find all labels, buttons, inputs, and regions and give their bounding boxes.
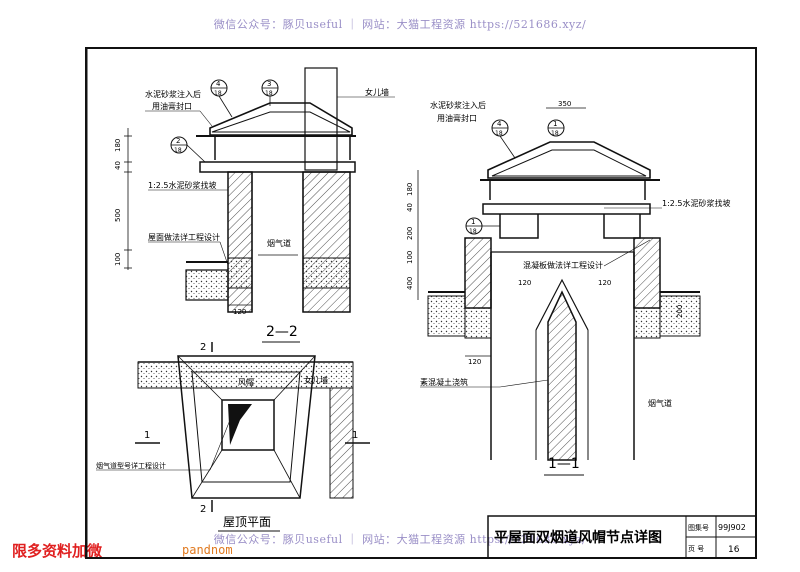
section-1-1-detail: 350 180 40 200 100 400 120 120 200 120 4… (406, 100, 731, 476)
note-mortar-slope-11: 1:2.5水泥砂浆找坡 (662, 198, 731, 208)
title-text: 平屋面双烟道风帽节点详图 (494, 529, 662, 546)
svg-text:18: 18 (495, 130, 503, 137)
dim-120-c: 120 (468, 358, 481, 366)
note-mortar-slope: 1:2.5水泥砂浆找坡 (148, 180, 217, 190)
dim-200-11: 200 (406, 227, 414, 240)
section-2-2-detail: 180 40 500 100 120 4 18 3 18 (114, 67, 395, 343)
dim-350: 350 (558, 100, 571, 108)
callout-3-18: 3 18 (261, 79, 279, 106)
collar-11 (482, 203, 651, 215)
plan-hood-label: 风帽 (238, 377, 254, 387)
callout-4-18-11: 4 18 (491, 119, 516, 159)
note-flue: 烟气道 (267, 238, 291, 248)
dim-180-11: 180 (406, 183, 414, 196)
sheet-border (85, 47, 757, 559)
dim-120-a: 120 (518, 279, 531, 287)
dim-400-11: 400 (406, 277, 414, 290)
plan-flue-fill (228, 404, 252, 445)
dim-120-b: 120 (598, 279, 611, 287)
svg-text:4: 4 (497, 120, 502, 128)
svg-text:18: 18 (265, 90, 273, 97)
chimney-wall-left-11 (464, 237, 492, 309)
dim-200-right: 200 (676, 305, 684, 318)
note-flue-11: 烟气道 (648, 398, 672, 408)
hood-collar (199, 161, 356, 173)
watermark-bottom: 微信公众号：豚贝useful ｜ 网站：大猫工程资源 https://52168… (213, 533, 587, 546)
plan-parapet-label: 女儿墙 (304, 375, 328, 385)
svg-text:1: 1 (471, 218, 475, 226)
note-mortar-seal-2: 用油膏封口 (152, 101, 192, 111)
dim-100-11: 100 (406, 251, 414, 264)
footer-ad-text: 限多资料加微 (12, 542, 103, 560)
hood-cap-inner (211, 111, 351, 133)
note-roof-design: 屋面做法详工程设计 (148, 232, 220, 242)
section-2-2-label: 2—2 (266, 324, 298, 340)
svg-text:18: 18 (214, 90, 222, 97)
chimney-wall-right (302, 171, 351, 313)
atlas-label: 图集号 (688, 523, 709, 532)
roof-plan: 2 2 1 1 风帽 女儿墙 烟气道型号详工程设计 屋顶平面 (96, 342, 370, 532)
callout-4-18: 4 18 (210, 79, 233, 118)
plain-concrete-divider (547, 290, 577, 461)
note-mortar-seal-1: 水泥砂浆注入后 (145, 89, 201, 99)
plan-flue-opening (221, 399, 275, 451)
plan-flue-model: 烟气道型号详工程设计 (96, 461, 166, 470)
roof-slab-left-11 (427, 295, 466, 337)
svg-text:18: 18 (551, 130, 559, 137)
cut-mark-bottom: 2 (200, 504, 206, 515)
dim-100: 100 (114, 253, 122, 266)
note-plain-concrete: 素混凝土浇筑 (420, 377, 468, 387)
hood-cap (209, 102, 353, 136)
cut-mark-top: 2 (200, 342, 206, 353)
svg-text:4: 4 (216, 80, 221, 88)
svg-text:2: 2 (176, 137, 180, 145)
svg-text:18: 18 (469, 228, 477, 235)
section-1-1-label: 1—1 (548, 456, 580, 472)
callout-1-18-left: 1 18 (465, 217, 500, 235)
dim-500: 500 (114, 209, 122, 222)
dim-180: 180 (114, 139, 122, 152)
watermark-top: 微信公众号：豚贝useful ｜ 网站：大猫工程资源 https://52168… (213, 18, 587, 31)
title-block: 平屋面双烟道风帽节点详图 图集号 99J902 页 号 16 (487, 515, 757, 559)
footer-brand-text: pandnom (182, 543, 233, 557)
chimney-wall-right-11 (633, 237, 661, 309)
atlas-value: 99J902 (718, 523, 746, 532)
parapet-wall-top (304, 67, 338, 171)
callout-1-18-top: 1 18 (547, 119, 565, 137)
note-parapet: 女儿墙 (365, 87, 389, 97)
dim-120: 120 (233, 308, 246, 316)
hood-cap-11 (487, 141, 651, 179)
dim-40-11: 40 (406, 203, 414, 212)
chimney-wall-left (227, 171, 253, 313)
note-board-design: 混凝板做法详工程设计 (523, 260, 603, 270)
svg-text:3: 3 (267, 80, 271, 88)
page-value: 16 (728, 545, 740, 555)
callout-2-18: 2 18 (170, 136, 206, 163)
svg-text:1: 1 (553, 120, 557, 128)
plan-parapet-band (137, 361, 354, 389)
page-label: 页 号 (688, 545, 704, 553)
dim-40: 40 (114, 161, 122, 170)
svg-text:18: 18 (174, 147, 182, 154)
note-mortar-seal-1-11: 水泥砂浆注入后 (430, 100, 486, 110)
cut-mark-right: 1 (352, 430, 358, 441)
note-mortar-seal-2-11: 用油膏封口 (437, 113, 477, 123)
cut-mark-left: 1 (144, 430, 150, 441)
plan-label: 屋顶平面 (223, 515, 271, 529)
roof-slab (185, 269, 229, 301)
